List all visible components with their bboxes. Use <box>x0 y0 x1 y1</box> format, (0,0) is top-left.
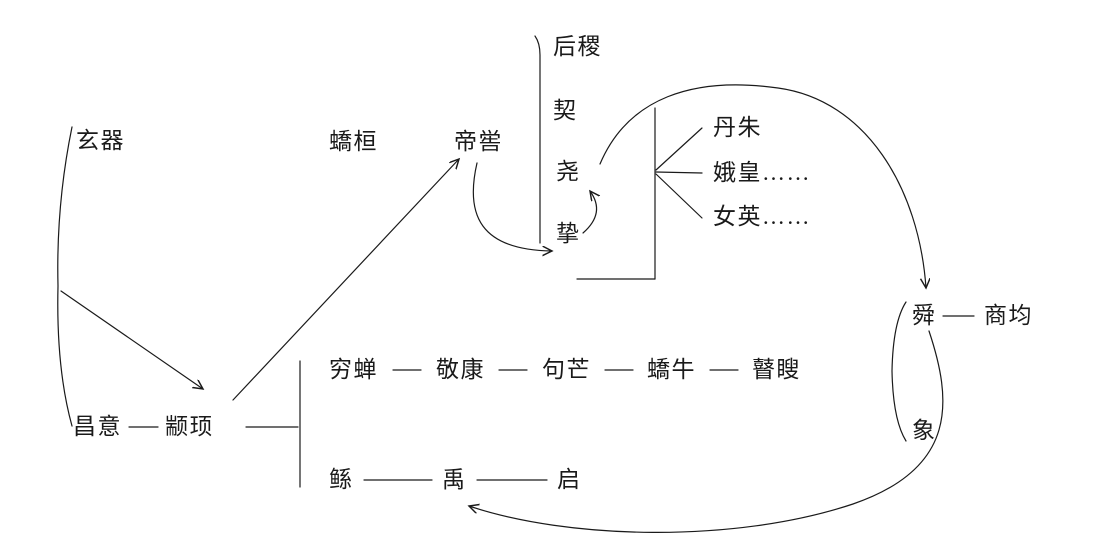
node-gusou: 瞽瞍 <box>752 357 801 382</box>
node-shangjun: 商均 <box>984 303 1033 328</box>
node-zhi: 挚 <box>556 221 581 246</box>
node-xiang: 象 <box>912 418 937 443</box>
arrow-shun-to-yu <box>469 330 944 533</box>
fan-line-nuying <box>655 173 703 219</box>
node-gun: 鲧 <box>329 467 354 492</box>
fan-line-ehuang <box>655 171 703 174</box>
node-xie: 契 <box>553 98 578 123</box>
fan-line-danzhu <box>655 127 703 171</box>
node-changyi: 昌意 <box>73 414 122 439</box>
node-qi: 启 <box>557 467 582 492</box>
arrow-yao-to-shun <box>599 84 926 288</box>
node-jiaohuan: 蟜桓 <box>329 129 378 154</box>
node-zhuanxu: 颛顼 <box>165 414 214 439</box>
node-nuying: 女英…… <box>713 204 811 229</box>
right-brace <box>891 301 907 442</box>
node-jiaoniu: 蟜牛 <box>647 357 696 382</box>
arrow-zhi-to-yao <box>582 191 597 234</box>
diku-children-bracket <box>534 35 541 244</box>
node-diku: 帝喾 <box>454 129 503 154</box>
node-yao: 尧 <box>556 159 581 184</box>
node-houji: 后稷 <box>553 34 602 59</box>
node-danzhu: 丹朱 <box>713 115 762 140</box>
node-yu: 禹 <box>442 467 467 492</box>
arrow-diku-to-zhi <box>472 162 552 251</box>
left-brace <box>57 126 73 427</box>
node-xuanqi: 玄器 <box>76 128 125 153</box>
arrow-zhuanxu-to-diku <box>232 159 459 401</box>
arrow-to-zhuanxu <box>60 290 203 389</box>
node-shun: 舜 <box>912 303 937 328</box>
node-ehuang: 娥皇…… <box>713 160 811 185</box>
node-goumang: 句芒 <box>542 357 591 382</box>
node-qiongchan: 穷蝉 <box>329 357 378 382</box>
node-jingkang: 敬康 <box>436 357 485 382</box>
